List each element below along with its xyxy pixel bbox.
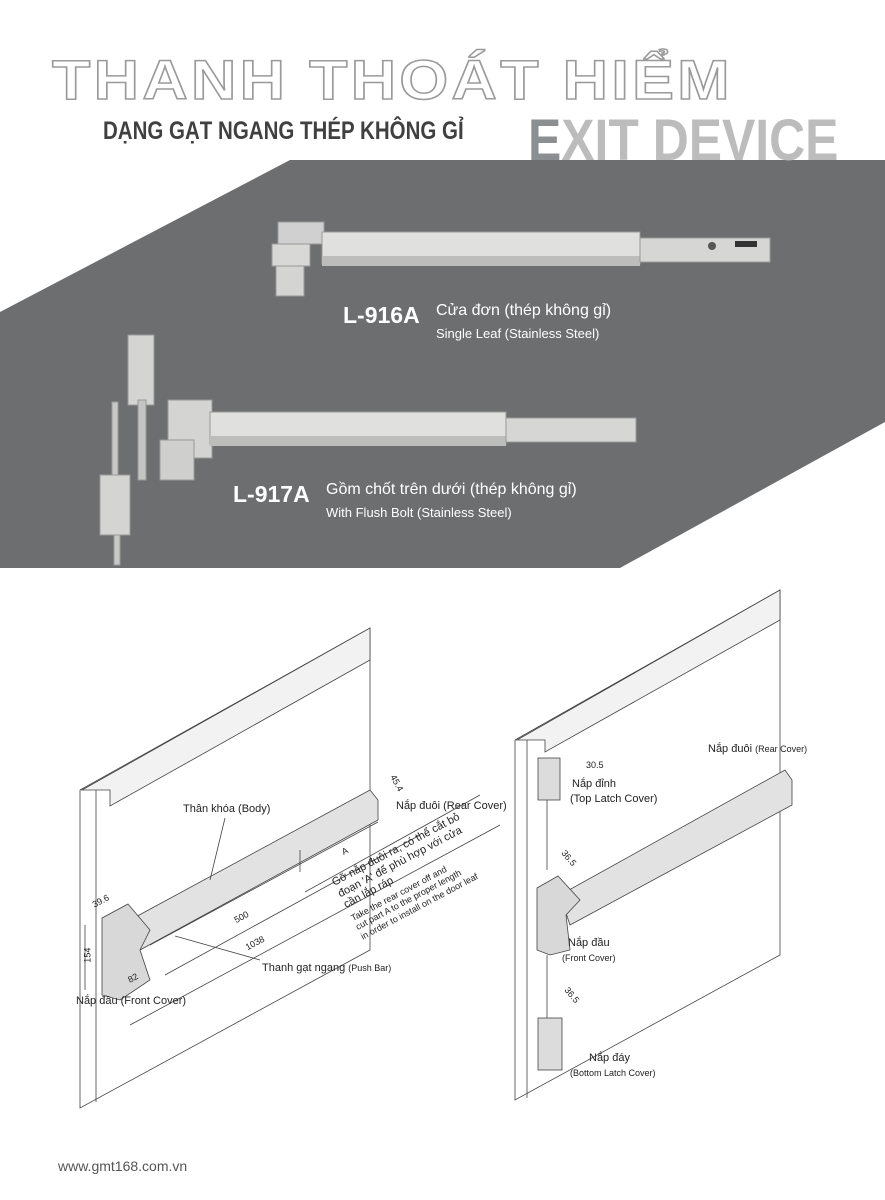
desc-en-l916a: Single Leaf (Stainless Steel) [436, 326, 600, 341]
desc-en-l917a: With Flush Bolt (Stainless Steel) [326, 505, 512, 520]
title-vietnamese: THANH THOÁT HIỂM [51, 48, 733, 111]
model-l916a: L-916A [343, 302, 420, 328]
push-bar-vi: Thanh gạt ngang [262, 962, 346, 974]
dim-30-5: 30.5 [586, 760, 604, 770]
product-image-l916a [271, 221, 771, 297]
label-bottom-latch-en: (Bottom Latch Cover) [570, 1068, 656, 1078]
label-rear-cover-right: Nắp đuôi (Rear Cover) [708, 743, 807, 756]
title-english: EXIT DEVICE [528, 108, 839, 173]
label-rear-cover: Nắp đuôi (Rear Cover) [396, 800, 507, 812]
rear-cover-en: (Rear Cover) [755, 744, 808, 754]
website-link[interactable]: www.gmt168.com.vn [58, 1158, 188, 1174]
diagram-right [514, 589, 793, 1101]
label-front-cover-right: Nắp đầu [568, 937, 610, 949]
dim-154: 154 [82, 947, 93, 963]
push-bar-en: (Push Bar) [348, 963, 392, 973]
subtitle: DẠNG GẠT NGANG THÉP KHÔNG GỈ [103, 117, 464, 145]
label-push-bar: Thanh gạt ngang (Push Bar) [262, 962, 391, 975]
model-l917a: L-917A [233, 481, 310, 507]
product-image-l917a [99, 334, 637, 566]
label-front-cover: Nắp đầu (Front Cover) [76, 995, 187, 1007]
rear-cover-vi: Nắp đuôi [708, 743, 753, 755]
label-body: Thân khóa (Body) [183, 803, 271, 815]
label-top-latch: Nắp đỉnh [572, 778, 617, 790]
desc-vi-l916a: Cửa đơn (thép không gỉ) [436, 302, 612, 319]
label-bottom-latch: Nắp đáy [589, 1052, 630, 1064]
label-front-cover-right-en: (Front Cover) [562, 953, 616, 963]
desc-vi-l917a: Gồm chốt trên dưới (thép không gỉ) [326, 481, 577, 498]
label-top-latch-en: (Top Latch Cover) [570, 793, 658, 805]
diagram-left [79, 627, 501, 1109]
